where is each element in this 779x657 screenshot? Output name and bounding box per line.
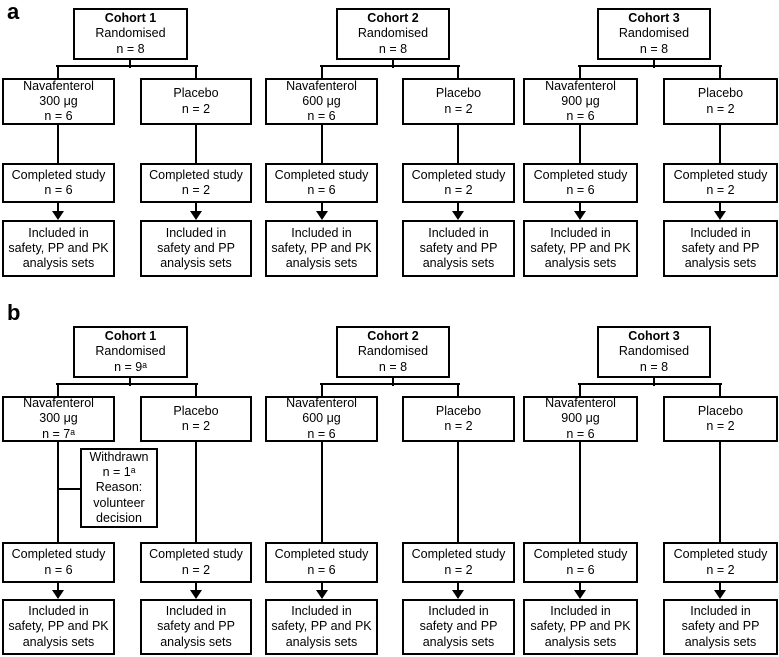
panel-b-navafenterol-600-arm-box: Navafenterol 600 μg n = 6 <box>265 396 378 442</box>
panel-a-navafenterol-900-analysis-box: Included in safety, PP and PK analysis s… <box>523 220 638 277</box>
randomised-text: Randomised n = 8 <box>357 344 429 374</box>
randomised-text: Randomised n = 8 <box>95 26 166 56</box>
panel-b-cohort1-randomised-box: Cohort 1 Randomised n = 9ᵃ <box>73 326 188 378</box>
panel-a-navafenterol-600-arm-box: Navafenterol 600 μg n = 6 <box>265 78 378 125</box>
panel-b-navafenterol-300-completed-box: Completed study n = 6 <box>2 542 115 583</box>
randomised-text: Randomised n = 8 <box>618 26 690 56</box>
cohort-title: Cohort 3 <box>628 329 680 344</box>
panel-b-cohort1-placebo-arm-box: Placebo n = 2 <box>140 396 252 442</box>
cohort-title: Cohort 2 <box>367 11 419 26</box>
panel-b-cohort3-placebo-analysis-box: Included in safety and PP analysis sets <box>663 599 778 655</box>
panel-b-cohort2-randomised-box: Cohort 2 Randomised n = 8 <box>336 326 450 378</box>
cohort-title: Cohort 2 <box>367 329 419 344</box>
randomised-text: Randomised n = 8 <box>618 344 690 374</box>
panel-a-cohort3-randomised-box: Cohort 3 Randomised n = 8 <box>597 8 711 60</box>
panel-b-navafenterol-300-arm-box: Navafenterol 300 μg n = 7ᵃ <box>2 396 115 442</box>
panel-a-navafenterol-300-analysis-box: Included in safety, PP and PK analysis s… <box>2 220 115 277</box>
panel-a-cohort3-placebo-completed-box: Completed study n = 2 <box>663 163 778 203</box>
panel-a-cohort1-placebo-completed-box: Completed study n = 2 <box>140 163 252 203</box>
panel-b-withdrawn-box: Withdrawn n = 1ᵃ Reason: volunteer decis… <box>80 448 158 528</box>
randomised-text: Randomised n = 8 <box>357 26 429 56</box>
panel-b-navafenterol-900-analysis-box: Included in safety, PP and PK analysis s… <box>523 599 638 655</box>
panel-a-navafenterol-300-completed-box: Completed study n = 6 <box>2 163 115 203</box>
panel-b-cohort3-placebo-arm-box: Placebo n = 2 <box>663 396 778 442</box>
panel-a-navafenterol-600-analysis-box: Included in safety, PP and PK analysis s… <box>265 220 378 277</box>
panel-a-cohort2-placebo-arm-box: Placebo n = 2 <box>402 78 515 125</box>
panel-a-label: a <box>7 0 20 24</box>
randomised-text: Randomised n = 9ᵃ <box>95 344 166 374</box>
panel-a-navafenterol-300-arm-box: Navafenterol 300 μg n = 6 <box>2 78 115 125</box>
panel-b-navafenterol-300-analysis-box: Included in safety, PP and PK analysis s… <box>2 599 115 655</box>
panel-b-cohort1-placebo-completed-box: Completed study n = 2 <box>140 542 252 583</box>
panel-b-label: b <box>7 300 21 325</box>
panel-a-cohort3-placebo-analysis-box: Included in safety and PP analysis sets <box>663 220 778 277</box>
panel-b-navafenterol-600-analysis-box: Included in safety, PP and PK analysis s… <box>265 599 378 655</box>
cohort-title: Cohort 3 <box>628 11 680 26</box>
panel-a-cohort2-randomised-box: Cohort 2 Randomised n = 8 <box>336 8 450 60</box>
panel-b-cohort2-placebo-completed-box: Completed study n = 2 <box>402 542 515 583</box>
panel-a-navafenterol-900-arm-box: Navafenterol 900 μg n = 6 <box>523 78 638 125</box>
cohort-title: Cohort 1 <box>104 329 157 344</box>
panel-b-navafenterol-600-completed-box: Completed study n = 6 <box>265 542 378 583</box>
panel-a-cohort1-placebo-arm-box: Placebo n = 2 <box>140 78 252 125</box>
panel-b-cohort3-randomised-box: Cohort 3 Randomised n = 8 <box>597 326 711 378</box>
flow-lines <box>56 59 722 593</box>
panel-a-cohort2-placebo-analysis-box: Included in safety and PP analysis sets <box>402 220 515 277</box>
panel-a-cohort2-placebo-completed-box: Completed study n = 2 <box>402 163 515 203</box>
panel-b-navafenterol-900-completed-box: Completed study n = 6 <box>523 542 638 583</box>
panel-a-navafenterol-600-completed-box: Completed study n = 6 <box>265 163 378 203</box>
panel-b-cohort2-placebo-analysis-box: Included in safety and PP analysis sets <box>402 599 515 655</box>
panel-a-cohort1-randomised-box: Cohort 1 Randomised n = 8 <box>73 8 188 60</box>
cohort-title: Cohort 1 <box>104 11 157 26</box>
panel-b-cohort1-placebo-analysis-box: Included in safety and PP analysis sets <box>140 599 252 655</box>
panel-b-cohort3-placebo-completed-box: Completed study n = 2 <box>663 542 778 583</box>
panel-b-cohort2-placebo-arm-box: Placebo n = 2 <box>402 396 515 442</box>
panel-b-navafenterol-900-arm-box: Navafenterol 900 μg n = 6 <box>523 396 638 442</box>
panel-a-navafenterol-900-completed-box: Completed study n = 6 <box>523 163 638 203</box>
panel-a-cohort1-placebo-analysis-box: Included in safety and PP analysis sets <box>140 220 252 277</box>
panel-a-cohort3-placebo-arm-box: Placebo n = 2 <box>663 78 778 125</box>
